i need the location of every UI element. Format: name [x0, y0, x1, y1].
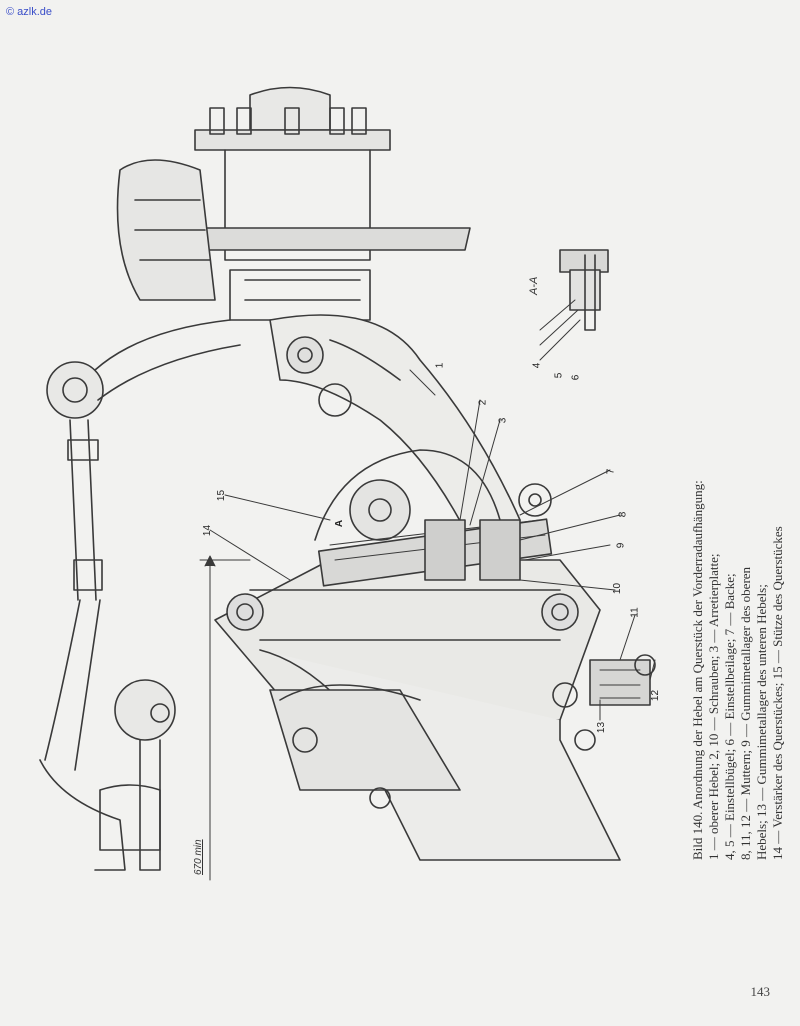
caption-line: 8, 11, 12 — Muttern; 9 — Gummimetallager… [738, 566, 753, 860]
dimension-label: 670 min [193, 839, 204, 875]
callout-12: 12 [650, 689, 662, 702]
section-a-a-detail [540, 250, 608, 360]
callout-5: 5 [553, 372, 565, 379]
callout-4: 4 [531, 362, 543, 369]
section-label: A-A [528, 276, 540, 295]
cross-member [215, 450, 600, 720]
callout-7: 7 [605, 468, 617, 475]
leader-lines [210, 370, 655, 720]
wheel-hub [118, 88, 471, 321]
caption-line: 14 — Verstärker des Querstückes; 15 — St… [770, 526, 785, 860]
callout-15: 15 [216, 489, 228, 502]
callout-8: 8 [617, 511, 629, 518]
tie-rod [40, 320, 240, 870]
callout-10: 10 [612, 582, 624, 595]
callout-3: 3 [497, 417, 509, 424]
section-mark-a: A [334, 519, 346, 528]
caption-line: Hebels; 13 — Gummimetallager des unteren… [754, 584, 769, 860]
callout-6: 6 [570, 374, 582, 381]
callout-13: 13 [596, 721, 608, 734]
caption-line: 4, 5 — Einstellbügel; 6 — Einstellbeilag… [722, 573, 737, 860]
callout-11: 11 [629, 607, 641, 618]
caption-title: Bild 140. Anordnung der Hebel am Querstü… [690, 480, 705, 860]
page-number: 143 [750, 984, 771, 999]
callout-9: 9 [615, 542, 627, 549]
caption-line: 1 — oberer Hebel; 2, 10 — Schrauben; 3 —… [706, 553, 721, 861]
watermark: © azlk.de [6, 6, 53, 18]
callout-14: 14 [202, 524, 214, 537]
dimension-line [200, 556, 250, 880]
figure-caption: Bild 140. Anordnung der Hebel am Querstü… [690, 240, 786, 860]
callout-1: 1 [434, 362, 446, 369]
callout-2: 2 [477, 399, 489, 406]
lower-arm [260, 650, 655, 860]
